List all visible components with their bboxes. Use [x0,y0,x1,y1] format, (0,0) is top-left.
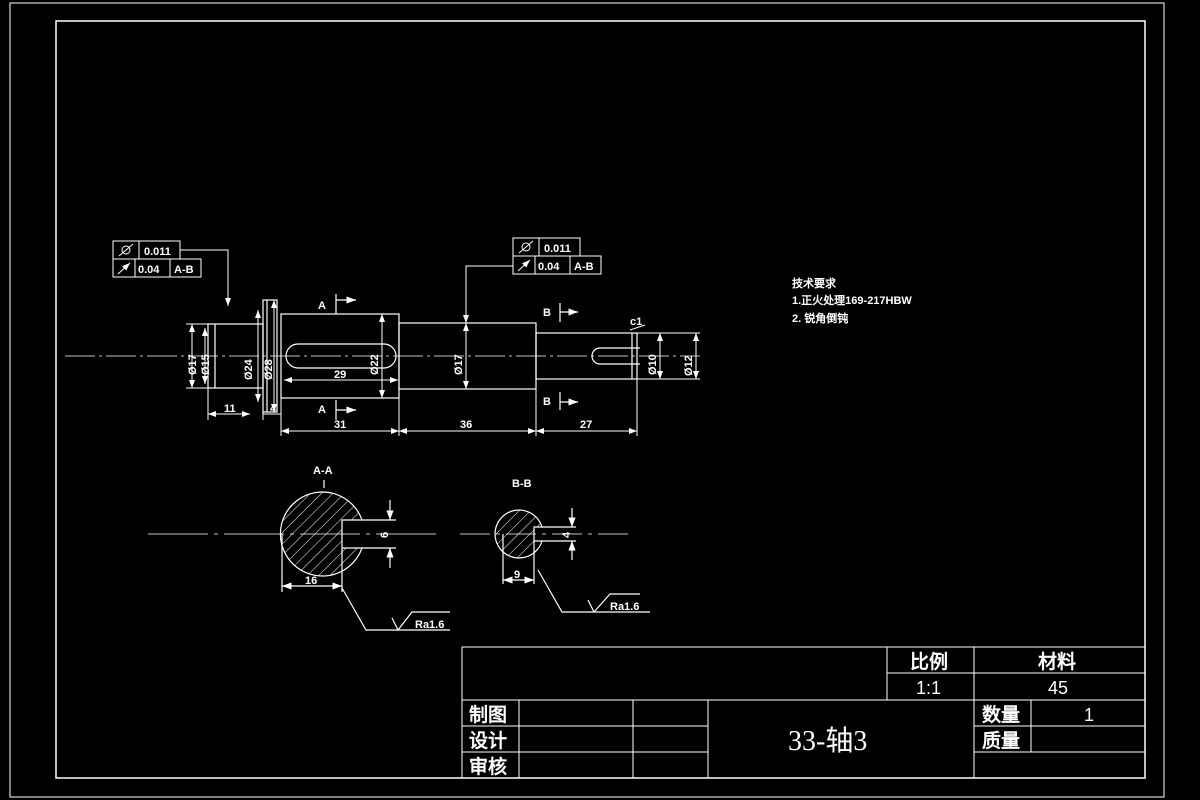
fcf-right-datum: A-B [574,261,594,273]
dim-27: 27 [580,419,592,431]
section-bb-key: 4 [561,531,573,538]
section-aa-key: 6 [379,532,391,538]
fcf-left-total-tol: 0.04 [138,264,160,276]
dim-11: 11 [224,403,236,415]
dim-29: 29 [334,369,346,381]
fcf-right-total-tol: 0.04 [538,261,560,273]
drawing-frame [55,20,1146,779]
dim-31: 31 [334,419,346,431]
shaft-main-view [65,299,700,413]
roughness-aa: Ra1.6 [415,619,444,631]
fcf-left-datum: A-B [174,264,194,276]
part-title: 33-轴3 [788,725,867,757]
material-label: 材料 [1038,650,1076,673]
notes-line-2: 2. 锐角倒钝 [792,311,848,325]
dim-chamfer: c1 [630,316,642,328]
review-label: 审核 [469,755,507,778]
section-markers [335,294,578,420]
dim-d24: Ø24 [243,358,255,380]
fcf-left [112,240,231,306]
notes-line-1: 1.正火处理169-217HBW [792,293,912,307]
roughness-bb: Ra1.6 [610,601,639,613]
drawn-label: 制图 [469,703,507,726]
section-b-bottom-label: B [543,396,551,408]
dim-36: 36 [460,419,472,431]
section-aa-title: A-A [313,465,333,477]
dim-d10: Ø10 [647,354,659,375]
quantity-value: 1 [1084,705,1094,725]
title-block [461,646,1146,779]
section-aa-width: 16 [305,575,317,587]
section-bb-view [460,508,650,614]
runout-icon [521,242,531,252]
section-a-bottom-label: A [318,404,326,416]
scale-value: 1:1 [916,678,941,698]
dim-4: 4 [270,403,277,415]
dim-d28: Ø28 [263,359,275,380]
section-bb-width: 9 [514,569,520,581]
fcf-right [463,237,602,323]
dim-d22: Ø22 [369,354,381,375]
design-label: 设计 [469,730,507,752]
dim-d15: Ø15 [200,354,212,375]
section-bb-title: B-B [512,478,532,490]
section-b-top-label: B [543,307,551,319]
quantity-label: 数量 [982,703,1020,726]
fcf-right-runout-tol: 0.011 [544,243,571,255]
dim-d17-left: Ø17 [187,354,199,375]
runout-icon [121,245,131,255]
section-aa-view [148,480,450,632]
dim-d12: Ø12 [683,355,695,376]
dim-d17-mid: Ø17 [453,354,465,375]
notes-heading: 技术要求 [792,276,837,290]
section-a-top-label: A [318,300,326,312]
fcf-left-runout-tol: 0.011 [144,246,171,258]
dimension-lines [186,300,700,436]
scale-label: 比例 [910,650,948,673]
sheet-border [9,2,1165,798]
weight-label: 质量 [982,730,1020,752]
material-value: 45 [1048,678,1068,698]
